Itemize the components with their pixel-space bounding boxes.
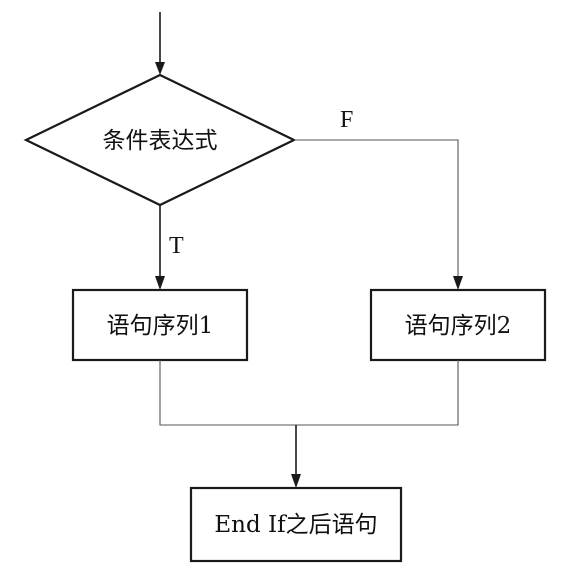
true-branch-label: T (169, 233, 184, 259)
sequence-2-box (369, 288, 547, 362)
true-branch-arrowhead (155, 276, 165, 290)
sequence-2-label: 语句序列2 (405, 313, 512, 339)
false-branch-line (294, 139, 459, 280)
end-if-label: End If之后语句 (214, 512, 377, 538)
decision-label: 条件表达式 (103, 128, 218, 154)
sequence-1-label: 语句序列1 (107, 313, 214, 339)
end-if-box (189, 486, 403, 563)
false-branch-label: F (340, 107, 353, 133)
entry-arrowhead (155, 62, 165, 75)
merge-line (159, 360, 459, 426)
false-branch-arrowhead (453, 276, 463, 290)
merge-arrowhead (291, 474, 301, 488)
sequence-1-box (71, 288, 249, 362)
